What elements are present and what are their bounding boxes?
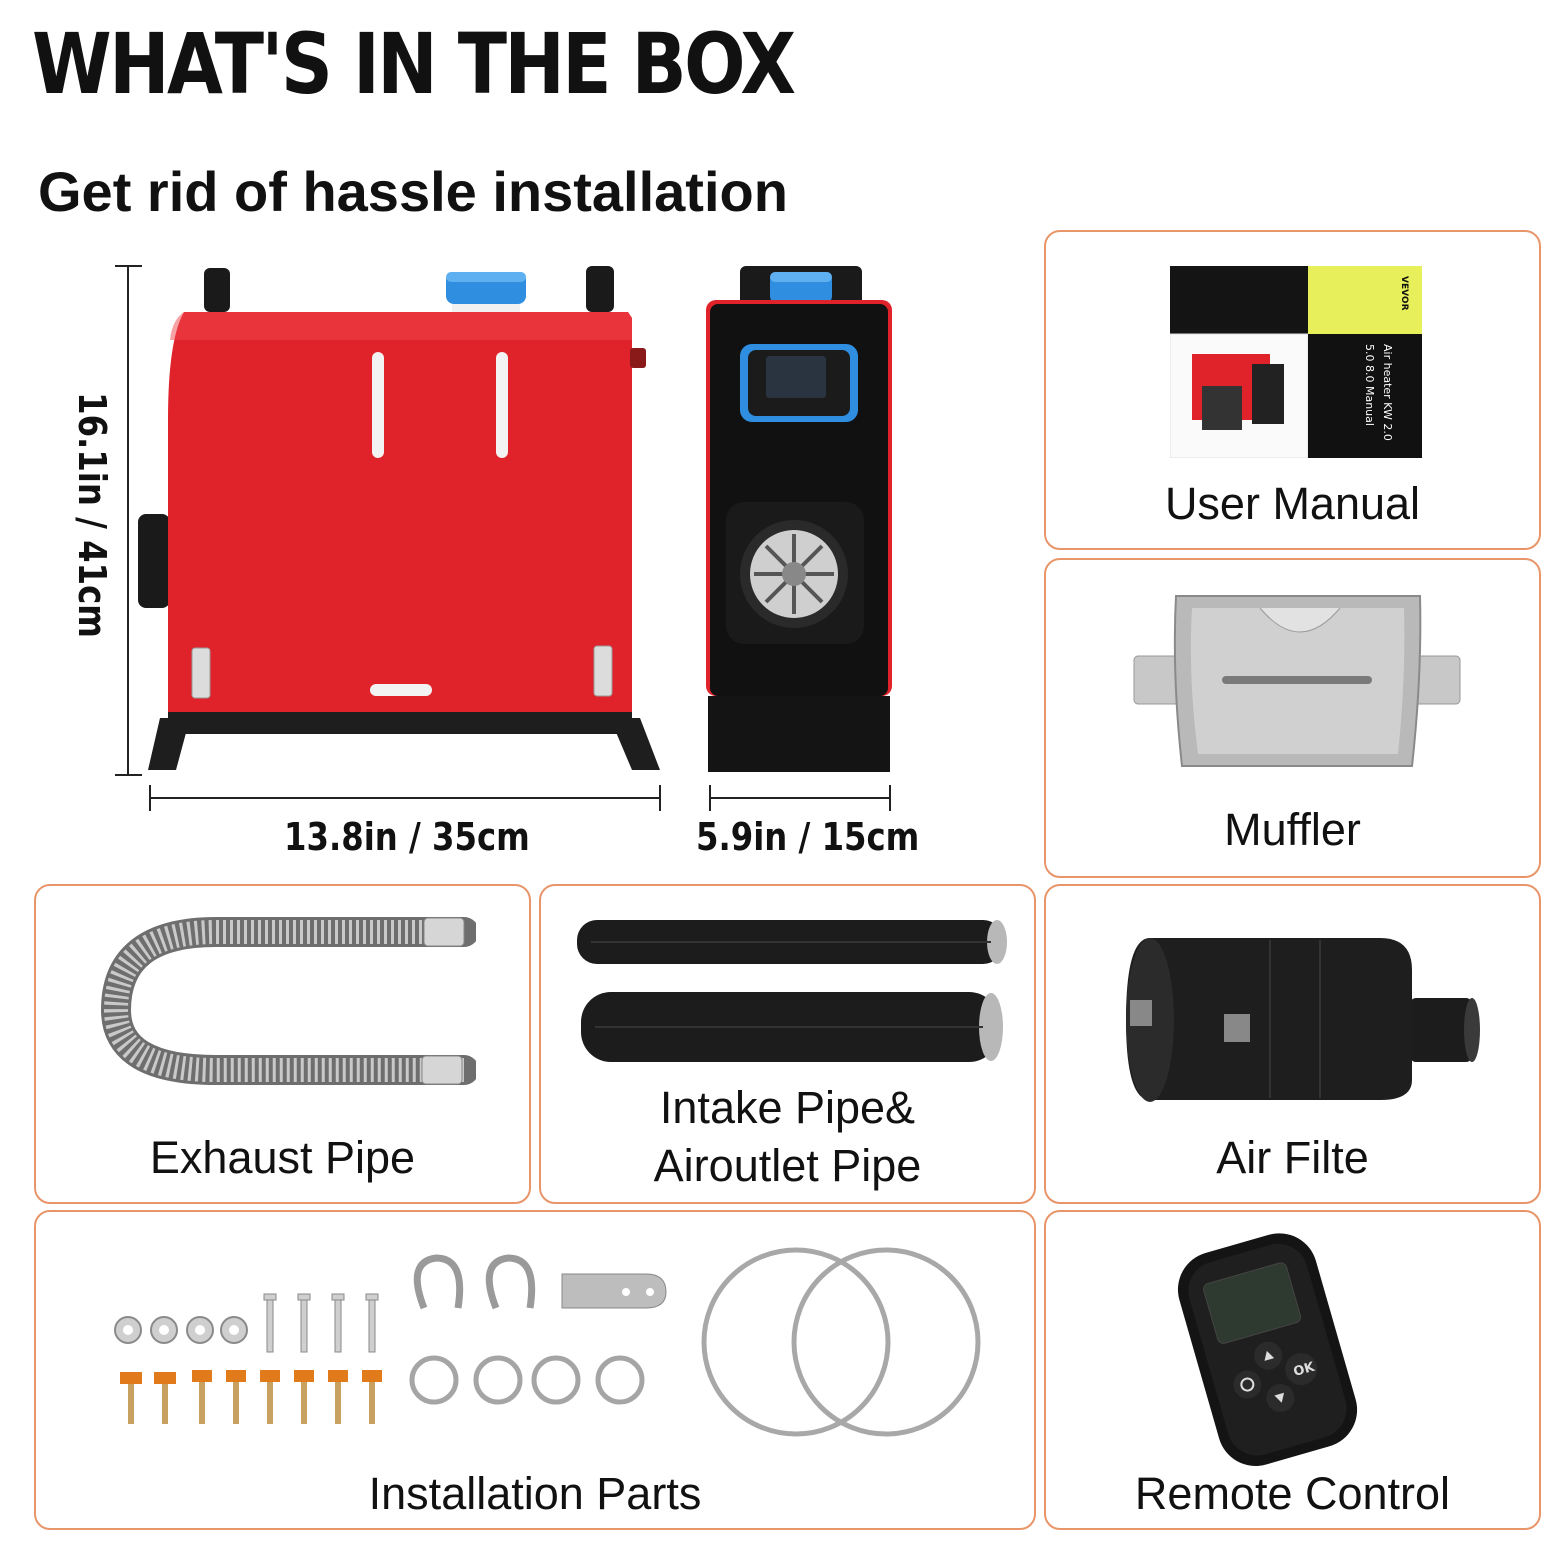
exhaust-pipe-label: Exhaust Pipe — [149, 1132, 416, 1183]
height-dimension-line — [115, 265, 142, 776]
manual-brand: VEVOR — [1399, 276, 1409, 311]
intake-pipe-card: Intake Pipe& Airoutlet Pipe — [539, 884, 1036, 1204]
installation-parts-card: Installation Parts — [34, 1210, 1036, 1530]
remote-ok-label: OK — [1292, 1359, 1317, 1379]
width-dimension-line — [149, 785, 661, 811]
heater-side-view — [706, 266, 892, 772]
depth-dimension-label: 5.9in / 15cm — [696, 815, 920, 859]
intake-pipe-image — [577, 920, 1007, 1062]
installation-parts-label: Installation Parts — [368, 1468, 702, 1519]
installation-parts-image — [114, 1247, 981, 1437]
page-title: WHAT'S IN THE BOX — [32, 15, 796, 113]
user-manual-image: VEVOR Air heater KW 2.0 5.0 8.0 Manual — [1170, 266, 1422, 458]
remote-control-image: OK — [1177, 1233, 1358, 1466]
manual-title-line2: 5.0 8.0 Manual — [1363, 344, 1376, 426]
height-dimension-label: 16.1in / 41cm — [70, 392, 114, 638]
exhaust-pipe-image — [100, 917, 476, 1085]
exhaust-pipe-card: Exhaust Pipe — [34, 884, 531, 1204]
air-filter-card: Air Filte — [1044, 884, 1541, 1204]
heater-front-view — [138, 266, 660, 770]
air-filter-label: Air Filte — [1216, 1132, 1369, 1183]
remote-control-card: OK Remote Control — [1044, 1210, 1541, 1530]
intake-pipe-label-line2: Airoutlet Pipe — [653, 1140, 922, 1191]
muffler-card: Muffler — [1044, 558, 1541, 878]
user-manual-card: VEVOR Air heater KW 2.0 5.0 8.0 Manual U… — [1044, 230, 1541, 550]
intake-pipe-label-line1: Intake Pipe& — [659, 1082, 916, 1133]
muffler-image — [1133, 595, 1461, 767]
remote-control-label: Remote Control — [1134, 1468, 1451, 1519]
manual-title-line1: Air heater KW 2.0 — [1381, 344, 1394, 441]
heater-product-image — [115, 265, 892, 811]
page-subtitle: Get rid of hassle installation — [38, 160, 788, 223]
user-manual-label: User Manual — [1164, 478, 1421, 529]
width-dimension-label: 13.8in / 35cm — [284, 815, 530, 859]
muffler-label: Muffler — [1224, 804, 1361, 855]
depth-dimension-line — [709, 785, 891, 811]
air-filter-image — [1126, 938, 1480, 1102]
